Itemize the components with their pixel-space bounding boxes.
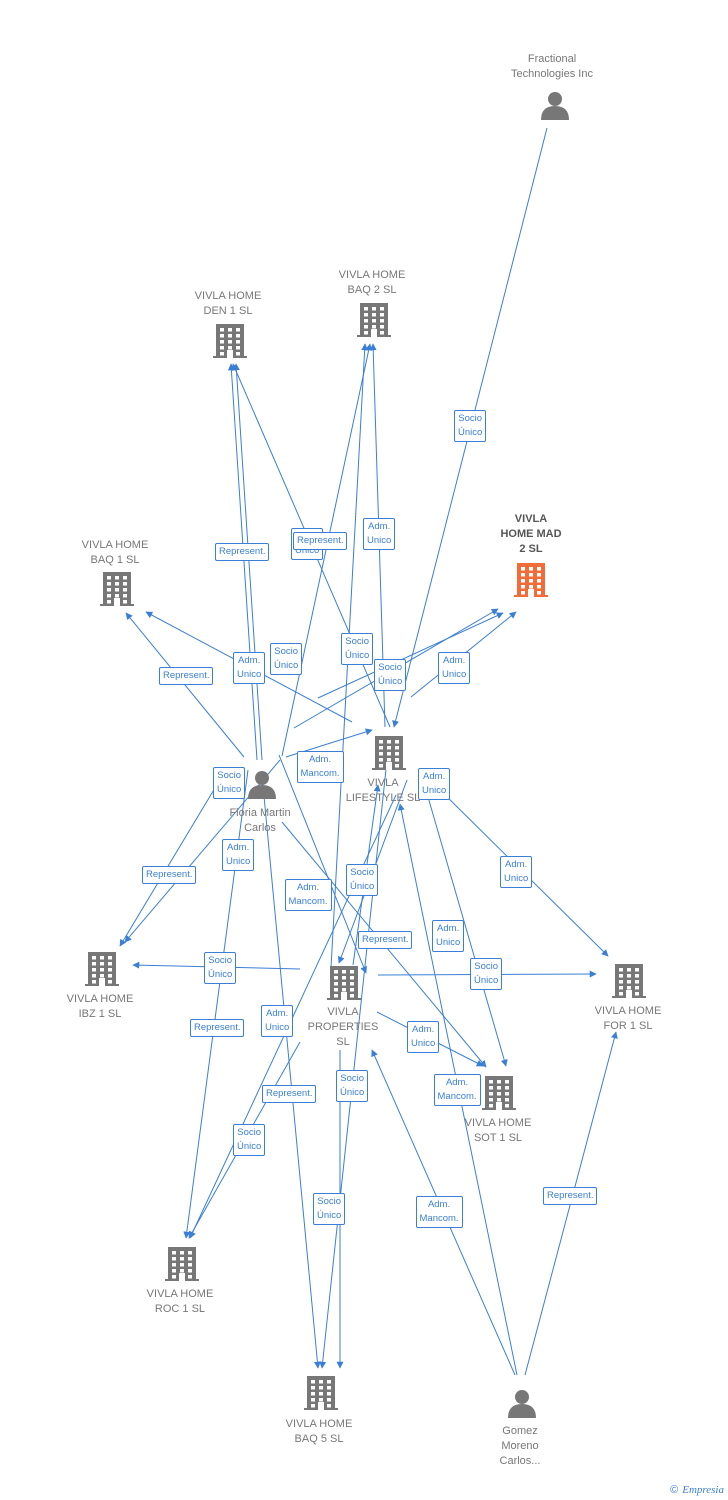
edge-line bbox=[281, 343, 373, 757]
edge-label[interactable]: Adm. Mancom. bbox=[284, 879, 332, 911]
building-icon[interactable] bbox=[85, 952, 119, 986]
edge-label[interactable]: Socio Único bbox=[346, 864, 379, 896]
copyright-icon: © bbox=[670, 1484, 679, 1496]
edge-label[interactable]: Socio Único bbox=[374, 659, 407, 691]
edge-label[interactable]: Adm. Unico bbox=[363, 518, 396, 550]
node-label-roc1[interactable]: VIVLA HOME ROC 1 SL bbox=[146, 1288, 214, 1315]
edge-label[interactable]: Represent. bbox=[159, 667, 214, 685]
edge-label[interactable]: Adm. Unico bbox=[500, 856, 533, 888]
building-icon[interactable] bbox=[165, 1247, 199, 1281]
building-icon[interactable] bbox=[612, 964, 646, 998]
node-label-lifestyle[interactable]: VIVLA LIFESTYLE SL bbox=[345, 777, 421, 804]
person-icon[interactable] bbox=[248, 771, 276, 799]
building-icon[interactable] bbox=[482, 1076, 516, 1110]
node-label-baq2[interactable]: VIVLA HOME BAQ 2 SL bbox=[338, 269, 406, 296]
edge-line bbox=[317, 612, 504, 699]
building-icon[interactable] bbox=[372, 736, 406, 770]
edge-label[interactable]: Socio Único bbox=[204, 952, 237, 984]
edge-line bbox=[125, 612, 245, 758]
edge-label[interactable]: Adm. Unico bbox=[407, 1021, 440, 1053]
edge-label[interactable]: Socio Único bbox=[213, 767, 246, 799]
edge-label[interactable]: Represent. bbox=[358, 931, 413, 949]
person-icon[interactable] bbox=[541, 92, 569, 120]
edge-label[interactable]: Adm. Unico bbox=[222, 839, 255, 871]
node-label-properties[interactable]: VIVLA PROPERTIES SL bbox=[307, 1006, 379, 1048]
brand-name: Empresia bbox=[682, 1484, 724, 1496]
edge-label[interactable]: Adm. Mancom. bbox=[415, 1196, 463, 1228]
node-label-fractional[interactable]: Fractional Technologies Inc bbox=[511, 53, 593, 80]
node-label-sot1[interactable]: VIVLA HOME SOT 1 SL bbox=[464, 1117, 532, 1144]
edge-line bbox=[427, 796, 508, 1067]
edge-label[interactable]: Socio Único bbox=[313, 1193, 346, 1225]
building-icon[interactable] bbox=[100, 572, 134, 606]
node-label-floria[interactable]: Floria Martin Carlos bbox=[229, 807, 291, 834]
edge-label[interactable]: Adm. Unico bbox=[233, 652, 266, 684]
node-label-for1[interactable]: VIVLA HOME FOR 1 SL bbox=[594, 1005, 662, 1032]
edge-line bbox=[278, 754, 367, 974]
edge-label[interactable]: Adm. Unico bbox=[432, 920, 465, 952]
edge-line bbox=[119, 772, 225, 947]
building-icon[interactable] bbox=[514, 563, 548, 597]
building-icon[interactable] bbox=[327, 966, 361, 1000]
edge-label[interactable]: Adm. Unico bbox=[418, 768, 451, 800]
edge-label[interactable]: Represent. bbox=[215, 543, 270, 561]
node-label-gomez[interactable]: Gomez Moreno Carlos... bbox=[499, 1425, 541, 1467]
edge-label[interactable]: Adm. Mancom. bbox=[433, 1074, 481, 1106]
node-label-baq5[interactable]: VIVLA HOME BAQ 5 SL bbox=[285, 1418, 353, 1445]
edge-line bbox=[232, 363, 263, 761]
edge-line bbox=[319, 759, 388, 1369]
footer-brand[interactable]: ©Empresia bbox=[670, 1484, 724, 1496]
edge-label[interactable]: Socio Único bbox=[341, 633, 374, 665]
edge-label[interactable]: Socio Único bbox=[233, 1124, 266, 1156]
edge-label[interactable]: Represent. bbox=[190, 1019, 245, 1037]
edge-line bbox=[261, 774, 321, 1369]
edge-label[interactable]: Socio Único bbox=[454, 410, 487, 442]
edge-label[interactable]: Socio Único bbox=[470, 958, 503, 990]
building-icon[interactable] bbox=[213, 324, 247, 358]
building-icon[interactable] bbox=[304, 1376, 338, 1410]
building-icon[interactable] bbox=[357, 303, 391, 337]
edge-label[interactable]: Socio Único bbox=[270, 643, 303, 675]
edge-label[interactable]: Represent. bbox=[262, 1085, 317, 1103]
edge-label[interactable]: Adm. Mancom. bbox=[296, 751, 344, 783]
edge-label[interactable]: Represent. bbox=[293, 532, 348, 550]
node-label-baq1[interactable]: VIVLA HOME BAQ 1 SL bbox=[81, 539, 149, 566]
edge-label[interactable]: Socio Único bbox=[336, 1070, 369, 1102]
node-icons bbox=[85, 92, 646, 1418]
node-label-ibz1[interactable]: VIVLA HOME IBZ 1 SL bbox=[66, 993, 134, 1020]
edge-label[interactable]: Represent. bbox=[543, 1187, 598, 1205]
person-icon[interactable] bbox=[508, 1390, 536, 1418]
edge-label[interactable]: Adm. Unico bbox=[261, 1005, 294, 1037]
edge-label[interactable]: Represent. bbox=[142, 866, 197, 884]
node-label-mad2[interactable]: VIVLA HOME MAD 2 SL bbox=[500, 513, 562, 555]
node-label-den1[interactable]: VIVLA HOME DEN 1 SL bbox=[194, 290, 262, 317]
edge-label[interactable]: Adm. Unico bbox=[438, 652, 471, 684]
edge-line bbox=[227, 363, 258, 761]
